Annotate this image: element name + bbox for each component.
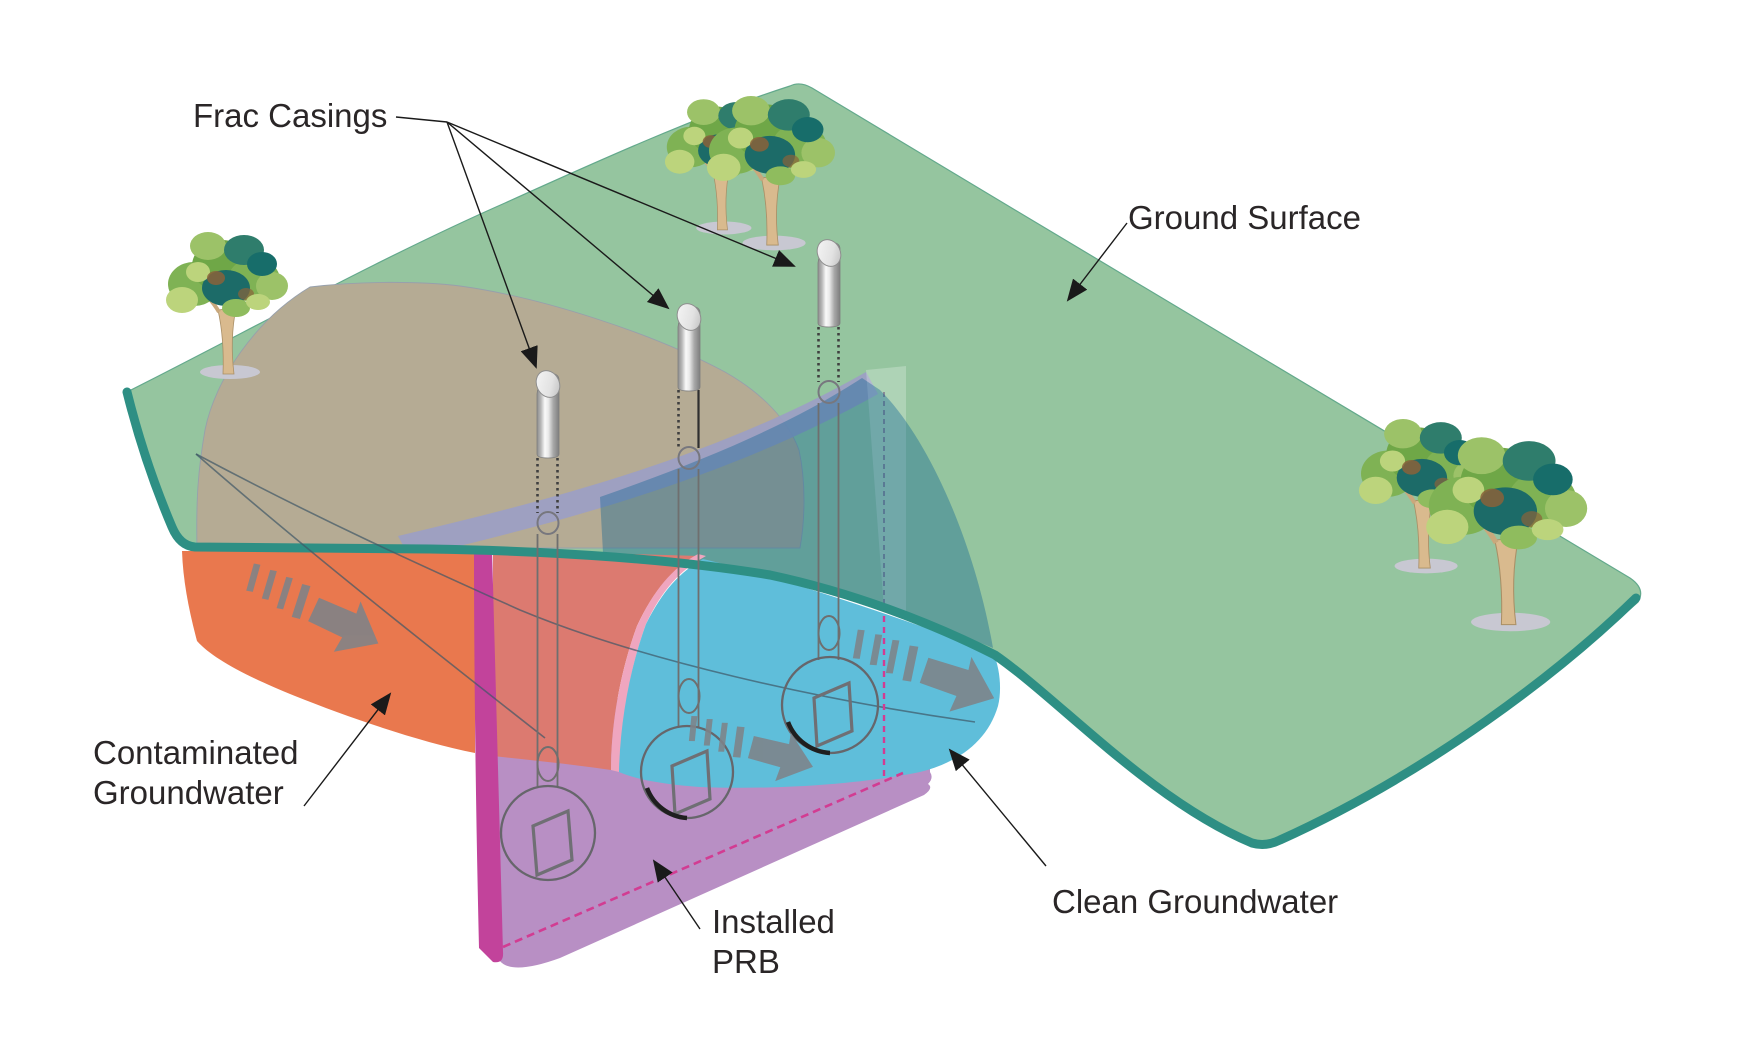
clean-plume-behind-soil: [600, 378, 993, 648]
frac-casing-1-icon: [531, 366, 565, 459]
frac-casing-3-icon: [812, 235, 846, 328]
frac-casing-3-underground: [780, 327, 880, 756]
contaminated-leader: [303, 692, 392, 807]
contaminated-groundwater-label-line2: Groundwater: [93, 774, 284, 812]
installed-prb-label-line2: PRB: [712, 943, 780, 981]
clean-groundwater-leader: [948, 748, 1047, 867]
installed-prb-label: Installed PRB: [712, 902, 835, 983]
prb-left-edge: [474, 548, 504, 963]
contaminated-groundwater-label-line1: Contaminated: [93, 734, 299, 771]
clean-groundwater-face: [619, 559, 1001, 788]
contaminated-behind-wall-face: [493, 550, 700, 770]
installed-prb-leader: [652, 859, 701, 930]
ground-surface-label: Ground Surface: [1128, 199, 1361, 236]
clean-groundwater-label: Clean Groundwater: [1052, 883, 1339, 920]
frac-casings-leader-2: [446, 121, 670, 310]
ground-edge-ribbon: [122, 387, 1641, 849]
frac-casings-leader-stub: [395, 116, 448, 123]
frac-casing-2-underground: [639, 390, 735, 821]
plume-boundary-stripe: [611, 554, 706, 772]
ground-surface-leader: [1066, 222, 1128, 302]
prb-top-edge-band: [398, 372, 878, 558]
frac-casings-leader-1: [446, 121, 538, 369]
frac-casing-2-icon: [672, 299, 706, 392]
prb-bottom-dashed-line: [502, 771, 904, 949]
prb-wall-behind-soil: [866, 366, 906, 620]
frac-casings-leader-3: [446, 121, 796, 267]
plume-outline-line-upper: [195, 453, 976, 723]
frac-casings-label: Frac Casings: [193, 97, 388, 134]
installed-prb-label-line1: Installed: [712, 903, 835, 940]
plume-outline-line-lower: [195, 453, 546, 739]
contaminated-groundwater-label: Contaminated Groundwater: [93, 733, 298, 814]
frac-casing-1-underground: [499, 458, 597, 882]
contaminated-groundwater-face: [182, 551, 475, 753]
